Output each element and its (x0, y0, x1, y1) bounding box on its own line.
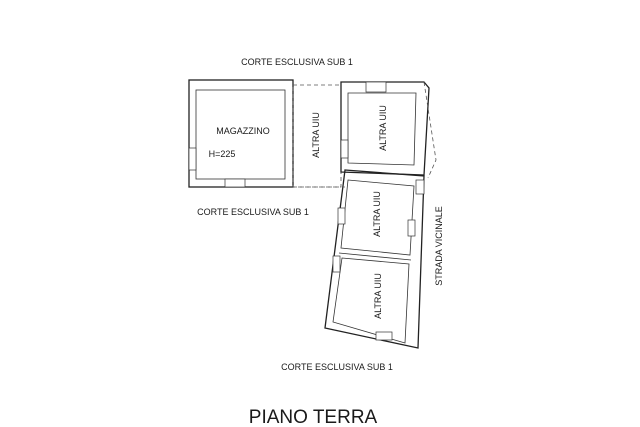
strada-boundary (423, 81, 437, 179)
height-label: H=225 (209, 149, 236, 159)
plan-title: PIANO TERRA (249, 407, 378, 427)
corte-bottom-label: CORTE ESCLUSIVA SUB 1 (281, 362, 393, 372)
window-opening (407, 219, 416, 237)
magazzino-label: MAGAZZINO (216, 126, 270, 136)
altra-uiu-label-3: ALTRA UIU (372, 191, 382, 237)
door-opening (224, 178, 246, 188)
corte-left-label: CORTE ESCLUSIVA SUB 1 (197, 207, 309, 217)
door-opening (415, 179, 425, 195)
altra-uiu-label-1: ALTRA UIU (311, 112, 321, 158)
strada-label: STRADA VICINALE (434, 206, 444, 286)
window-opening (188, 147, 197, 171)
altra-uiu-upper (292, 81, 430, 188)
corte-top-label: CORTE ESCLUSIVA SUB 1 (241, 57, 353, 67)
magazzino-room (188, 79, 294, 188)
window-opening (340, 139, 349, 159)
door-opening (375, 331, 393, 341)
door-opening (365, 81, 387, 93)
window-opening (337, 207, 346, 225)
altra-uiu-lower (324, 169, 425, 349)
window-opening (332, 255, 341, 273)
altra-uiu-label-4: ALTRA UIU (373, 273, 383, 319)
altra-uiu-label-2: ALTRA UIU (378, 105, 388, 151)
